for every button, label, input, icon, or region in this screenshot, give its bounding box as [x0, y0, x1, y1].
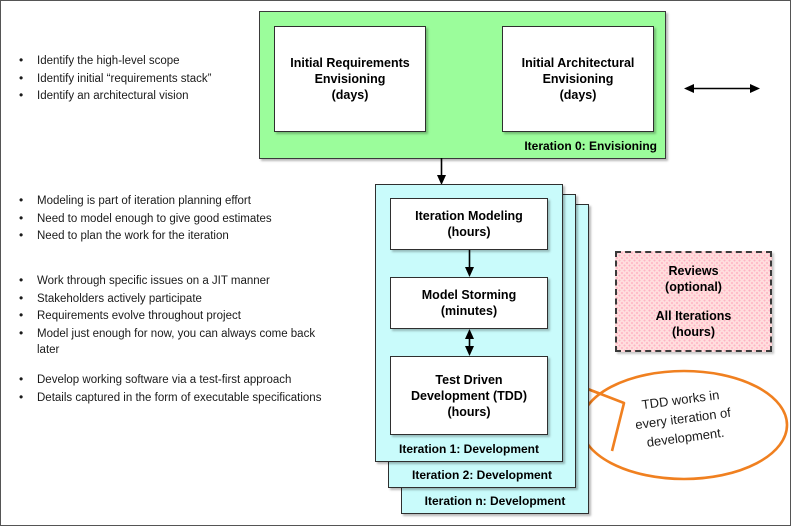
- bidirectional-arrow-vertical-icon: [465, 329, 474, 356]
- reviews-line-3: All Iterations: [655, 309, 732, 323]
- list-item: Identify initial “requirements stack”: [15, 70, 251, 88]
- list-item: Develop working software via a test-firs…: [15, 371, 360, 389]
- list-item: Model just enough for now, you can alway…: [15, 325, 325, 359]
- box-subtitle: Envisioning: [314, 72, 386, 86]
- arrow-down-icon: [465, 250, 474, 277]
- box-duration: (hours): [447, 404, 491, 419]
- list-item: Need to plan the work for the iteration: [15, 227, 315, 245]
- box-title: Model Storming: [421, 288, 517, 302]
- list-item: Identify an architectural vision: [15, 87, 251, 105]
- box-initial-requirements-envisioning: Initial Requirements Envisioning (days): [274, 26, 426, 132]
- callout-text: TDD works in every iteration of developm…: [610, 381, 756, 456]
- bidirectional-arrow-icon: [684, 84, 760, 93]
- box-duration: (minutes): [440, 304, 498, 318]
- reviews-line-2: (optional): [665, 280, 722, 294]
- box-subtitle: Envisioning: [542, 72, 614, 86]
- list-item: Details captured in the form of executab…: [15, 389, 360, 407]
- list-item: Work through specific issues on a JIT ma…: [15, 272, 325, 290]
- box-iteration-modeling: Iteration Modeling (hours): [390, 198, 548, 250]
- arrow-down-icon: [437, 158, 446, 185]
- note-model-storming: Work through specific issues on a JIT ma…: [15, 272, 325, 360]
- box-title: Iteration Modeling: [415, 209, 523, 223]
- phase-label-iteration-1: Iteration 1: Development: [398, 442, 540, 456]
- list-item: Modeling is part of iteration planning e…: [15, 192, 315, 210]
- box-title: Initial Requirements: [290, 56, 410, 70]
- phase-label-iteration-n: Iteration n: Development: [424, 494, 566, 508]
- box-duration: (days): [559, 88, 597, 102]
- phase-label-iteration-2: Iteration 2: Development: [411, 468, 553, 482]
- phase-iteration-1-development: Iteration Modeling (hours) Model Stormin…: [375, 184, 563, 462]
- box-test-driven-development: Test Driven Development (TDD) (hours): [390, 356, 548, 435]
- note-envisioning: Identify the high-level scope Identify i…: [15, 52, 251, 106]
- list-item: Need to model enough to give good estima…: [15, 210, 315, 228]
- box-title-2: Development (TDD): [411, 388, 527, 403]
- list-item: Identify the high-level scope: [15, 52, 251, 70]
- note-tdd: Develop working software via a test-firs…: [15, 371, 360, 407]
- box-title: Test Driven: [435, 372, 503, 387]
- box-model-storming: Model Storming (minutes): [390, 277, 548, 329]
- phase-label-iteration-0: Iteration 0: Envisioning: [524, 139, 657, 153]
- box-duration: (hours): [447, 225, 491, 239]
- box-reviews: Reviews (optional) All Iterations (hours…: [615, 251, 772, 352]
- list-item: Requirements evolve throughout project: [15, 307, 325, 325]
- phase-iteration-0-envisioning: Initial Requirements Envisioning (days) …: [259, 11, 760, 159]
- reviews-line-4: (hours): [671, 325, 716, 339]
- list-item: Stakeholders actively participate: [15, 290, 325, 308]
- box-initial-architectural-envisioning: Initial Architectural Envisioning (days): [502, 26, 654, 132]
- reviews-line-1: Reviews: [668, 264, 719, 278]
- note-iteration-modeling: Modeling is part of iteration planning e…: [15, 192, 315, 246]
- box-title: Initial Architectural: [521, 56, 635, 70]
- box-duration: (days): [331, 88, 369, 102]
